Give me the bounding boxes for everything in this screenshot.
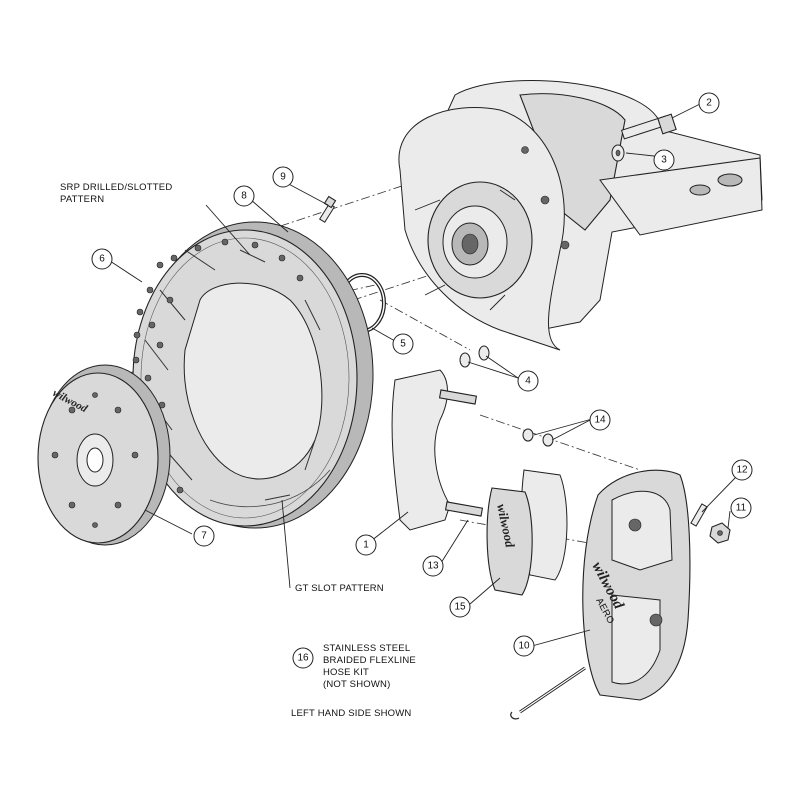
brake-pads-part-15: wilwood: [486, 469, 568, 596]
callout-14: 14: [589, 409, 611, 431]
callout-13: 13: [422, 555, 444, 577]
srp-pattern-label: SRP DRILLED/SLOTTED PATTERN: [60, 182, 172, 205]
callout-12: 12: [731, 459, 753, 481]
svg-text:16: 16: [297, 653, 309, 664]
callout-7: 7: [193, 525, 215, 547]
shim-washers-part-14: [522, 428, 554, 447]
hose-kit-line3: HOSE KIT: [323, 667, 369, 678]
caliper-part-10: wilwood AERO: [582, 469, 691, 701]
callout-3: 3: [653, 149, 675, 171]
hose-kit-line1: STAINLESS STEEL: [323, 643, 410, 654]
svg-text:11: 11: [736, 503, 747, 514]
svg-text:13: 13: [427, 561, 439, 572]
gt-slot-pattern-label: GT SLOT PATTERN: [295, 583, 384, 594]
callout-1: 1: [355, 534, 377, 556]
svg-text:12: 12: [736, 465, 748, 476]
svg-text:10: 10: [518, 641, 530, 652]
callout-8: 8: [233, 185, 255, 207]
bleeder-part-12: [690, 503, 708, 527]
callout-4: 4: [517, 370, 539, 392]
caliper-bracket-part-1: [391, 369, 484, 531]
svg-text:1: 1: [363, 540, 369, 551]
svg-text:14: 14: [594, 415, 606, 426]
svg-text:5: 5: [400, 339, 406, 350]
svg-text:6: 6: [99, 254, 105, 265]
washer-part-3: [611, 144, 625, 162]
srp-pattern-line2: PATTERN: [60, 194, 104, 205]
svg-text:2: 2: [706, 98, 712, 109]
svg-text:3: 3: [661, 155, 667, 166]
callout-5: 5: [392, 333, 414, 355]
screw-part-9: [318, 195, 337, 223]
svg-text:7: 7: [201, 531, 207, 542]
hose-kit-line4: (NOT SHOWN): [323, 679, 390, 690]
hose-kit-note: STAINLESS STEEL BRAIDED FLEXLINE HOSE KI…: [323, 643, 416, 690]
mounting-bolt-part-2: [620, 113, 677, 140]
drilled-slotted-rotor-part-6: [132, 221, 374, 529]
callout-11: 11: [730, 497, 752, 519]
callout-16: 16: [292, 647, 314, 669]
steering-knuckle-assembly: [398, 80, 763, 351]
rotor-hat-part-7: wilwood: [37, 364, 171, 546]
svg-text:4: 4: [525, 376, 531, 387]
hose-kit-line2: BRAIDED FLEXLINE: [323, 655, 416, 666]
caliper-pin: [510, 666, 586, 720]
srp-pattern-line1: SRP DRILLED/SLOTTED: [60, 182, 172, 193]
callout-2: 2: [698, 92, 720, 114]
svg-text:8: 8: [241, 191, 247, 202]
callout-15: 15: [449, 596, 471, 618]
svg-text:9: 9: [280, 172, 286, 183]
left-hand-side-note: LEFT HAND SIDE SHOWN: [291, 708, 411, 719]
svg-text:15: 15: [454, 602, 466, 613]
callout-10: 10: [513, 635, 535, 657]
callout-9: 9: [272, 166, 294, 188]
nut-part-11: [709, 522, 731, 544]
callout-6: 6: [91, 248, 113, 270]
